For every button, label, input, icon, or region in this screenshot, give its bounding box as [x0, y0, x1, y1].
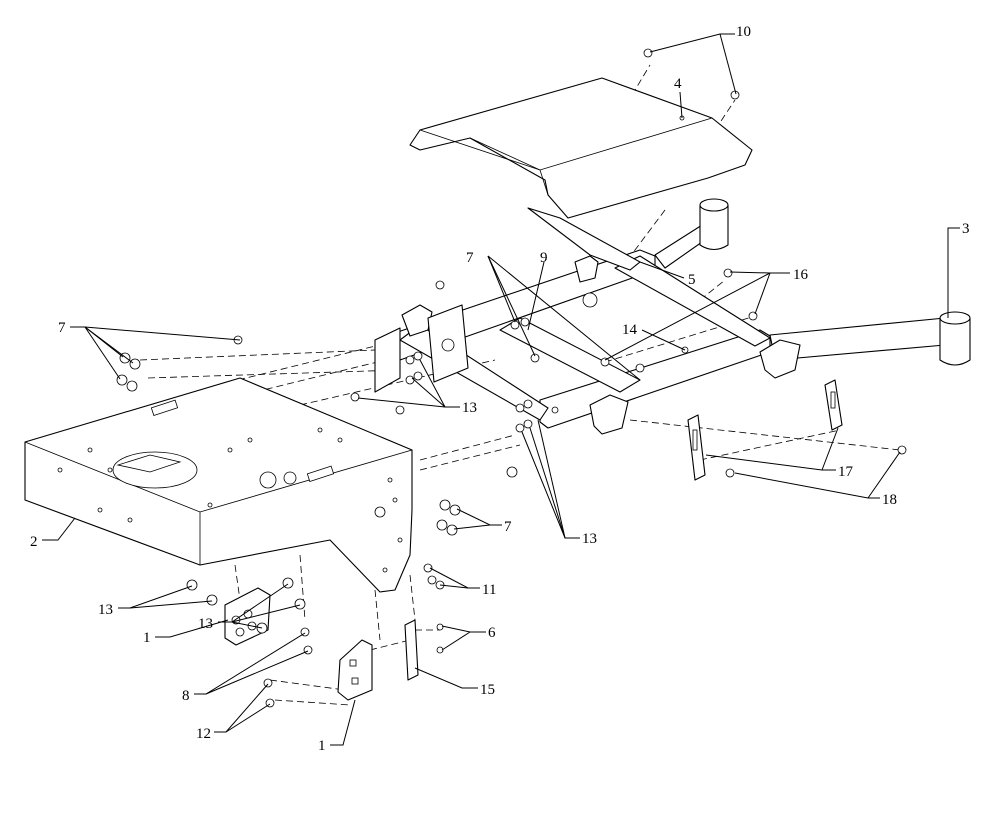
- callout-15: 15: [480, 682, 495, 698]
- callout-2: 2: [30, 534, 38, 550]
- callout-13-upper: 13: [462, 400, 477, 416]
- callout-13-lower-left: 13: [98, 602, 113, 618]
- callout-7-lower: 7: [504, 519, 512, 535]
- callouts: 10 4 3 5 16 7 9 14 7 13 17 18 13 7 11 6 …: [30, 24, 970, 754]
- callout-14: 14: [622, 322, 638, 338]
- top-cover: [409, 77, 753, 219]
- callout-7-left: 7: [58, 320, 66, 336]
- callout-16: 16: [793, 267, 809, 283]
- callout-1-upper: 1: [143, 630, 151, 646]
- callout-7-upper: 7: [466, 250, 474, 266]
- callout-6: 6: [488, 625, 496, 641]
- callout-3: 3: [962, 221, 970, 237]
- mount-bracket-upper: [224, 587, 271, 646]
- callout-18: 18: [882, 492, 897, 508]
- deck-plate: [24, 377, 413, 593]
- bar-15: [404, 619, 419, 681]
- callout-1-lower: 1: [318, 738, 326, 754]
- mount-bracket-lower: [337, 639, 373, 701]
- callout-13-right: 13: [582, 531, 597, 547]
- callout-11: 11: [482, 582, 496, 598]
- callout-17: 17: [838, 464, 854, 480]
- callout-8: 8: [182, 688, 190, 704]
- main-frame: [374, 198, 971, 435]
- callout-10: 10: [736, 24, 751, 40]
- callout-12: 12: [196, 726, 211, 742]
- callout-13-lower-mid: 13: [198, 616, 213, 632]
- callout-4: 4: [674, 76, 682, 92]
- callout-9: 9: [540, 250, 548, 266]
- leader-lines: [42, 33, 960, 746]
- flap-plate: [527, 207, 641, 271]
- callout-5: 5: [688, 272, 696, 288]
- slot-plates-17: [687, 379, 843, 481]
